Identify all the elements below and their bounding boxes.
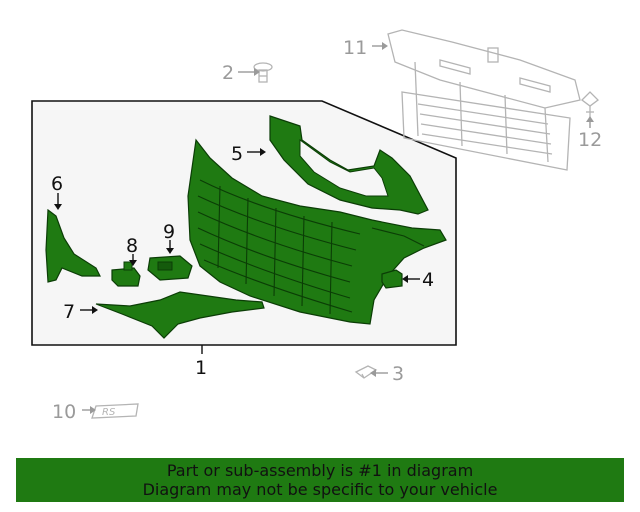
upper-grille-opening	[299, 139, 389, 197]
small-bracket-part[interactable]	[381, 269, 403, 289]
part-notice-banner: Part or sub-assembly is #1 in diagram Di…	[16, 458, 624, 502]
callout-6: 6	[51, 173, 63, 195]
callout-8: 8	[126, 235, 138, 257]
callout-11: 11	[343, 37, 367, 59]
rs-emblem-part[interactable]: RS	[91, 403, 139, 419]
callout-2: 2	[222, 62, 234, 84]
emblem-text: RS	[102, 407, 116, 418]
callout-5: 5	[231, 143, 243, 165]
callout-3: 3	[392, 363, 404, 385]
sensor-bracket-part[interactable]	[111, 261, 141, 287]
upper-grille-part[interactable]	[269, 115, 429, 215]
banner-line-1: Part or sub-assembly is #1 in diagram	[166, 461, 474, 480]
air-shutter-part[interactable]	[387, 29, 581, 171]
callout-12: 12	[578, 129, 602, 151]
callout-1: 1	[195, 357, 207, 379]
callout-9: 9	[163, 221, 175, 243]
side-trim-part[interactable]	[45, 208, 101, 283]
lower-molding-part[interactable]	[95, 291, 265, 339]
camera-bracket-part[interactable]	[147, 255, 193, 281]
callout-7: 7	[63, 301, 75, 323]
clip-screw-part[interactable]	[253, 62, 273, 83]
banner-line-2: Diagram may not be specific to your vehi…	[142, 480, 498, 499]
callout-4: 4	[422, 269, 434, 291]
callout-10: 10	[52, 401, 76, 423]
leader-lines	[54, 42, 594, 414]
